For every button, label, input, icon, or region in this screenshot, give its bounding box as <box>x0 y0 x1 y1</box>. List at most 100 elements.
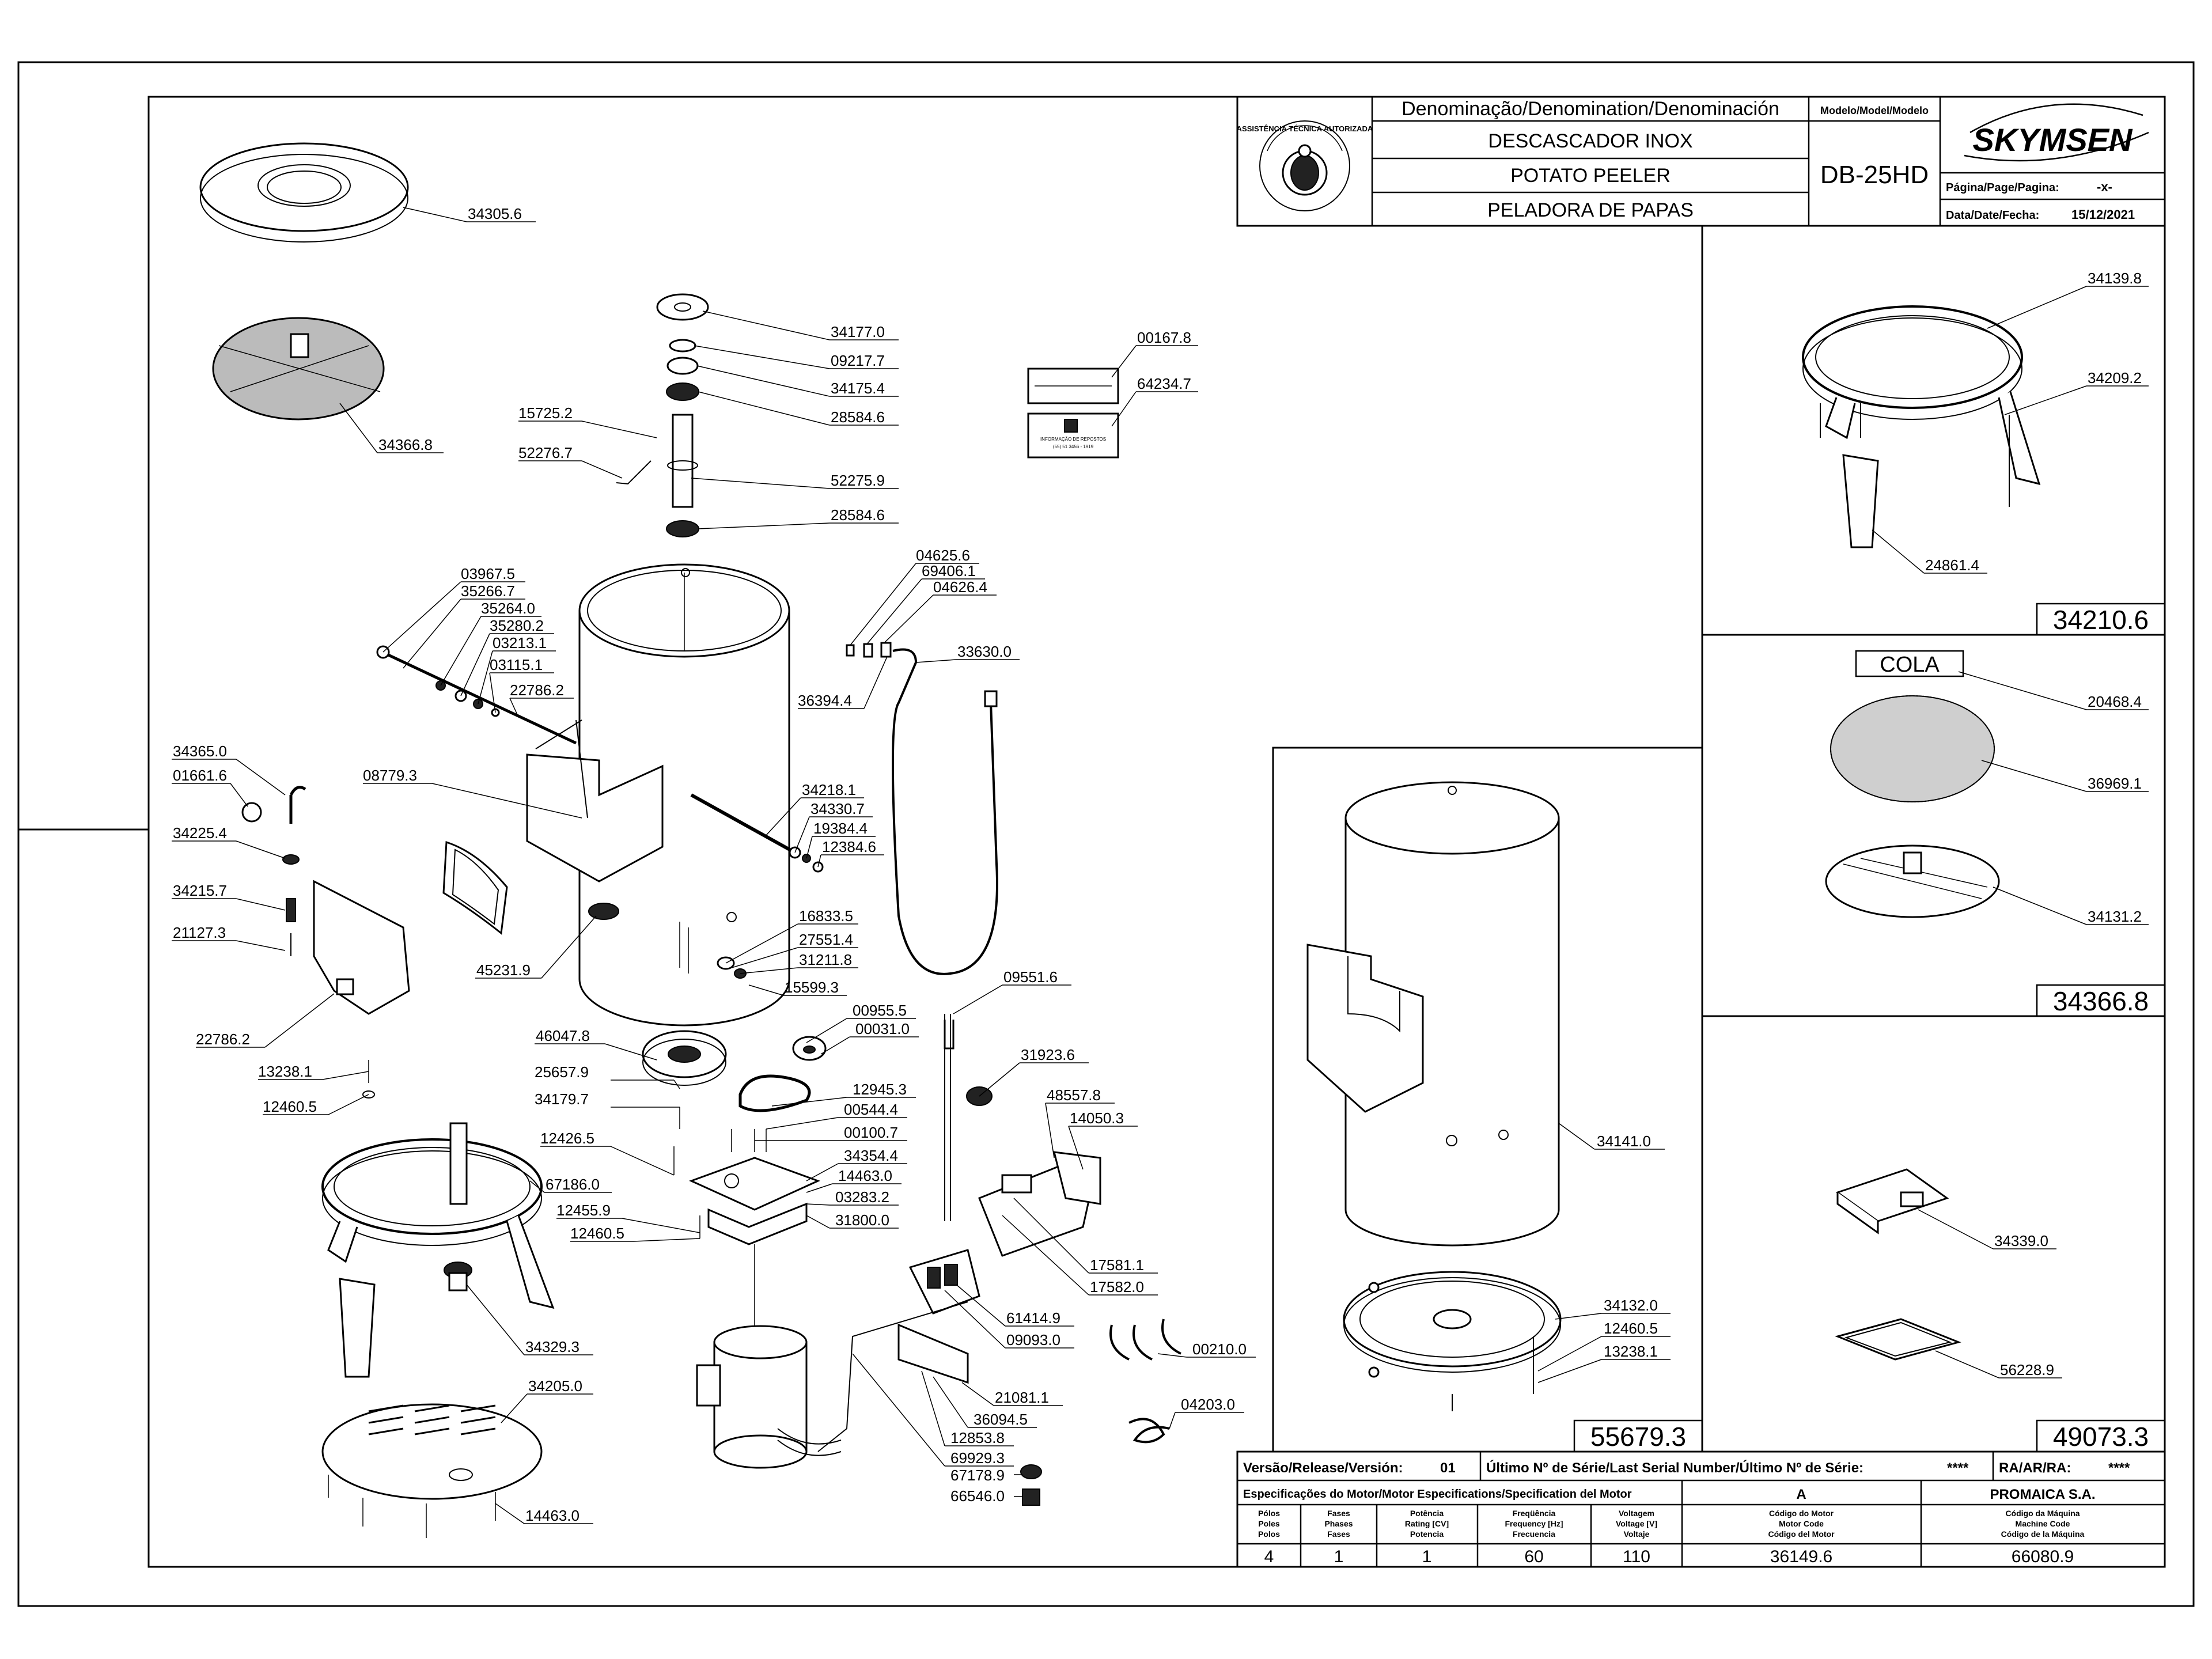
valve-spindle-drawing <box>376 645 577 745</box>
svg-text:31800.0: 31800.0 <box>835 1211 889 1229</box>
svg-text:22786.2: 22786.2 <box>196 1031 250 1048</box>
hose-drawing <box>846 642 998 975</box>
svg-text:34210.6: 34210.6 <box>2053 605 2149 635</box>
panel-code-55679: 55679.3 <box>1573 1419 1703 1453</box>
svg-text:66546.0: 66546.0 <box>950 1487 1005 1505</box>
motor-bracket-drawing <box>673 1129 820 1245</box>
svg-text:Código de la Máquina: Código de la Máquina <box>2001 1529 2085 1539</box>
date-label: Data/Date/Fecha: <box>1946 209 2039 222</box>
svg-text:21127.3: 21127.3 <box>173 924 226 941</box>
svg-text:Pólos: Pólos <box>1258 1509 1280 1518</box>
svg-text:33630.0: 33630.0 <box>957 643 1012 660</box>
date-value: 15/12/2021 <box>2071 207 2135 222</box>
small-parts-drawing <box>1835 1168 1961 1361</box>
motor-poles: 4 <box>1264 1547 1274 1566</box>
motor-spec-label: Especificações do Motor/Motor Especifica… <box>1243 1488 1632 1501</box>
part-callout: 34141.0 34132.0 12460.5 13238.1 <box>1537 1123 1671 1383</box>
svg-text:31211.8: 31211.8 <box>799 951 852 968</box>
svg-text:64234.7: 64234.7 <box>1137 375 1191 392</box>
svg-text:15599.3: 15599.3 <box>785 979 839 996</box>
svg-text:03213.1: 03213.1 <box>493 634 547 652</box>
svg-text:36094.5: 36094.5 <box>974 1411 1028 1428</box>
pulley-drawing <box>642 1020 993 1112</box>
serial-label: Último Nº de Série/Last Serial Number/Úl… <box>1486 1460 1863 1476</box>
svg-text:34329.3: 34329.3 <box>525 1338 579 1355</box>
svg-text:25657.9: 25657.9 <box>535 1063 589 1081</box>
shaft-stack-drawing <box>616 293 709 537</box>
svg-text:12426.5: 12426.5 <box>540 1130 594 1147</box>
seal-logo: ASSISTÊNCIA TÉCNICA AUTORIZADA <box>1237 120 1373 211</box>
page-label: Página/Page/Pagina: <box>1946 181 2059 194</box>
abrasive-disc-drawing: COLA <box>1825 650 2000 918</box>
svg-text:34330.7: 34330.7 <box>810 800 865 817</box>
svg-text:49073.3: 49073.3 <box>2053 1422 2149 1452</box>
abrasive-disc-main <box>212 317 385 421</box>
svg-text:52276.7: 52276.7 <box>518 444 573 461</box>
panel-code-49073: 49073.3 <box>2036 1419 2166 1453</box>
svg-text:08779.3: 08779.3 <box>363 767 417 784</box>
svg-text:22786.2: 22786.2 <box>510 681 564 699</box>
svg-text:14463.0: 14463.0 <box>525 1507 579 1524</box>
seal-text: ASSISTÊNCIA TÉCNICA AUTORIZADA <box>1237 124 1373 133</box>
panel-code-34366: 34366.8 <box>2036 984 2166 1017</box>
svg-text:34366.8: 34366.8 <box>2053 986 2149 1016</box>
svg-text:01661.6: 01661.6 <box>173 767 227 784</box>
svg-text:69406.1: 69406.1 <box>922 562 976 579</box>
svg-text:24861.4: 24861.4 <box>1925 556 1979 574</box>
svg-text:67178.9: 67178.9 <box>950 1467 1005 1484</box>
svg-text:12384.6: 12384.6 <box>822 838 876 855</box>
svg-text:Código da Máquina: Código da Máquina <box>2005 1509 2080 1518</box>
svg-text:04625.6: 04625.6 <box>916 547 970 564</box>
svg-text:35280.2: 35280.2 <box>490 617 544 634</box>
svg-text:09551.6: 09551.6 <box>1003 968 1058 986</box>
svg-text:34365.0: 34365.0 <box>173 743 227 760</box>
svg-text:(55) 51 3456 - 1919: (55) 51 3456 - 1919 <box>1053 444 1094 449</box>
svg-text:17582.0: 17582.0 <box>1090 1278 1144 1296</box>
motor-phases: 1 <box>1334 1547 1344 1566</box>
svg-text:12460.5: 12460.5 <box>570 1225 624 1242</box>
svg-text:36394.4: 36394.4 <box>798 692 852 709</box>
svg-text:56228.9: 56228.9 <box>2000 1361 2054 1378</box>
svg-text:16833.5: 16833.5 <box>799 907 853 925</box>
svg-text:67186.0: 67186.0 <box>546 1176 600 1193</box>
svg-text:12460.5: 12460.5 <box>1604 1320 1658 1337</box>
name-es: PELADORA DE PAPAS <box>1487 199 1694 221</box>
svg-text:12460.5: 12460.5 <box>263 1098 317 1115</box>
stand-ring-drawing <box>321 1060 555 1378</box>
svg-text:31923.6: 31923.6 <box>1021 1046 1075 1063</box>
svg-text:34225.4: 34225.4 <box>173 824 227 842</box>
sticker-labels: INFORMAÇÃO DE REPOSTOS (55) 51 3456 - 19… <box>1027 368 1119 459</box>
svg-text:28584.6: 28584.6 <box>831 408 885 426</box>
svg-text:48557.8: 48557.8 <box>1047 1086 1101 1104</box>
svg-text:34177.0: 34177.0 <box>831 323 885 340</box>
svg-text:00544.4: 00544.4 <box>844 1101 898 1118</box>
svg-text:09217.7: 09217.7 <box>831 352 885 369</box>
motor-frequency: 60 <box>1524 1547 1543 1566</box>
svg-text:Código del Motor: Código del Motor <box>1768 1529 1835 1539</box>
svg-text:14463.0: 14463.0 <box>838 1167 892 1184</box>
svg-text:Polos: Polos <box>1258 1529 1280 1539</box>
svg-text:Poles: Poles <box>1258 1519 1280 1528</box>
svg-text:34218.1: 34218.1 <box>802 781 856 798</box>
svg-text:09093.0: 09093.0 <box>1006 1331 1060 1349</box>
svg-text:Rating [CV]: Rating [CV] <box>1405 1519 1449 1528</box>
svg-text:Fases: Fases <box>1327 1529 1350 1539</box>
panel-code-34210: 34210.6 <box>2036 603 2166 636</box>
base-drawing <box>321 1403 543 1538</box>
electrical-drawing <box>817 1014 1101 1506</box>
svg-text:13238.1: 13238.1 <box>1604 1343 1658 1360</box>
machine-code: 66080.9 <box>2012 1547 2074 1566</box>
model-value: DB-25HD <box>1820 161 1929 189</box>
svg-text:00167.8: 00167.8 <box>1137 329 1191 346</box>
legs-ring-drawing <box>1802 305 2041 548</box>
cola-label: COLA <box>1880 653 1940 677</box>
svg-text:Freqüência: Freqüência <box>1513 1509 1556 1518</box>
springs-drawing <box>1109 1319 1181 1444</box>
name-en: POTATO PEELER <box>1510 165 1671 187</box>
brand-logo: SKYMSEN <box>1964 103 2149 162</box>
denomination-header: Denominação/Denomination/Denominación <box>1402 98 1779 120</box>
svg-text:34132.0: 34132.0 <box>1604 1297 1658 1314</box>
svg-text:Motor Code: Motor Code <box>1779 1519 1824 1528</box>
svg-text:Voltagem: Voltagem <box>1619 1509 1654 1518</box>
